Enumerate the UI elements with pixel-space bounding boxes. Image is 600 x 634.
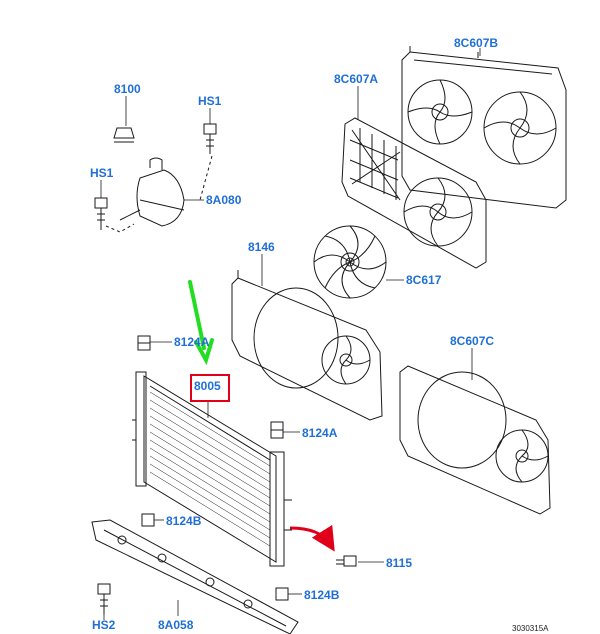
fan-shroud-8146 [231, 270, 383, 421]
fan-blade-8c617 [313, 225, 387, 299]
label-8100: 8100 [114, 82, 141, 96]
grommet-8124a-right [270, 421, 284, 439]
label-8115: 8115 [386, 556, 413, 570]
label-hs2: HS2 [92, 618, 116, 632]
label-hs1-left: HS1 [90, 166, 114, 180]
grommet-8124b-mid [141, 513, 155, 527]
fan-shroud-8c607c [399, 365, 551, 515]
label-8124a-left: 8124A [174, 335, 210, 349]
radiator-8005 [132, 371, 292, 567]
label-8124a-right: 8124A [302, 426, 338, 440]
cap-8100 [113, 127, 135, 143]
label-8a080: 8A080 [206, 193, 242, 207]
reference-code: 3030315A [512, 624, 549, 633]
label-hs1-top: HS1 [198, 94, 222, 108]
fan-shroud-8c607a [341, 117, 487, 269]
support-bracket-8a058 [91, 519, 299, 634]
grommet-8124b-bottom [275, 587, 289, 601]
label-8c617: 8C617 [406, 273, 442, 287]
label-8a058: 8A058 [158, 618, 194, 632]
label-8c607c: 8C607C [450, 334, 495, 348]
label-8005: 8005 [194, 379, 221, 393]
green-indicator-arrow [188, 280, 214, 366]
label-8124b-mid: 8124B [166, 514, 202, 528]
bolt-hs1-left [94, 197, 108, 230]
fan-shroud-8c607b [401, 46, 567, 209]
grommet-8124a-left [137, 335, 151, 351]
red-indicator-arrow [289, 524, 335, 552]
label-8c607a: 8C607A [334, 72, 379, 86]
highlight-box-8005 [190, 374, 230, 402]
bolt-hs1-top [203, 123, 217, 154]
expansion-tank-8a080 [119, 157, 185, 227]
label-8146: 8146 [248, 240, 275, 254]
label-8124b-bottom: 8124B [304, 588, 340, 602]
leader-lines [100, 48, 481, 620]
label-8c607b: 8C607B [454, 36, 499, 50]
bolt-hs2 [97, 583, 111, 614]
drain-plug-8115 [336, 555, 357, 567]
